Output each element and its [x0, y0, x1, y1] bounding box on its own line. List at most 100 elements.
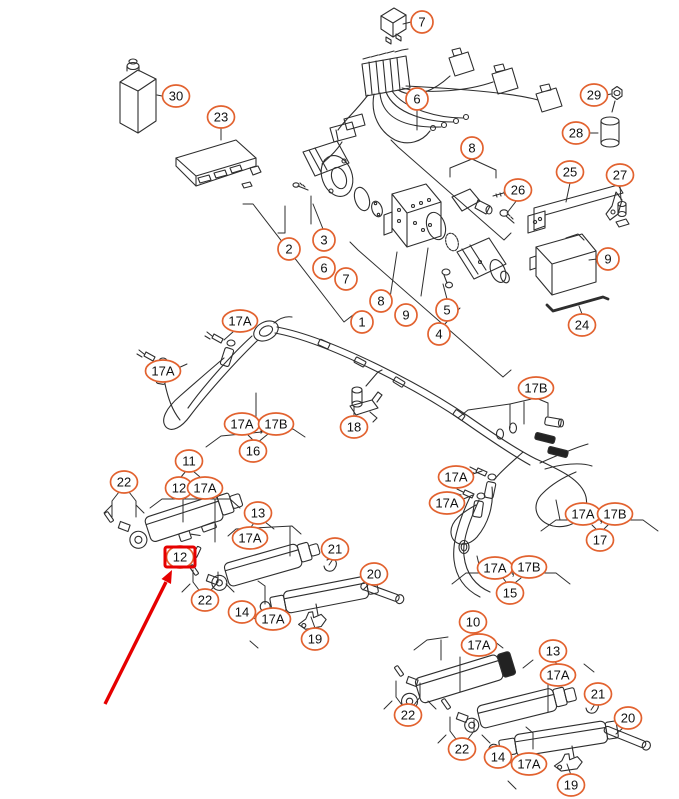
- callout-22[interactable]: 22: [190, 588, 220, 612]
- svg-text:5: 5: [443, 303, 450, 318]
- svg-text:17B: 17B: [603, 507, 626, 522]
- callout-27[interactable]: 27: [605, 163, 635, 187]
- svg-text:8: 8: [468, 141, 475, 156]
- cylinder-group-left: [104, 488, 405, 631]
- callout-17B[interactable]: 17B: [510, 555, 548, 579]
- callout-17A[interactable]: 17A: [428, 491, 466, 515]
- callout-18[interactable]: 18: [339, 415, 369, 439]
- svg-text:7: 7: [418, 15, 425, 30]
- callout-17B[interactable]: 17B: [517, 376, 555, 400]
- svg-text:4: 4: [435, 327, 442, 342]
- callout-17A[interactable]: 17A: [460, 633, 498, 657]
- highlight-box: [163, 545, 197, 569]
- svg-text:29: 29: [587, 88, 601, 103]
- callout-28[interactable]: 28: [561, 121, 591, 145]
- svg-text:1: 1: [358, 315, 365, 330]
- cover-box: [530, 234, 596, 295]
- callout-6[interactable]: 6: [312, 256, 336, 280]
- oil-container: [120, 59, 156, 133]
- callout-21[interactable]: 21: [320, 537, 350, 561]
- callout-22[interactable]: 22: [393, 703, 423, 727]
- callout-4[interactable]: 4: [427, 322, 451, 346]
- svg-text:27: 27: [613, 168, 627, 183]
- svg-text:21: 21: [591, 687, 605, 702]
- svg-text:15: 15: [503, 586, 517, 601]
- callout-30[interactable]: 30: [161, 84, 191, 108]
- callout-11[interactable]: 11: [174, 449, 204, 473]
- callout-17A[interactable]: 17A: [510, 752, 548, 776]
- callout-22[interactable]: 22: [447, 737, 477, 761]
- callout-9[interactable]: 9: [596, 247, 620, 271]
- callout-25[interactable]: 25: [555, 160, 585, 184]
- callout-17A[interactable]: 17A: [539, 663, 577, 687]
- bracket-19-right: [553, 752, 583, 772]
- callout-22[interactable]: 22: [109, 470, 139, 494]
- callout-10[interactable]: 10: [458, 610, 488, 634]
- callout-3[interactable]: 3: [312, 228, 336, 252]
- main-hose: [250, 317, 536, 465]
- callout-17A[interactable]: 17A: [231, 526, 269, 550]
- callout-17B[interactable]: 17B: [596, 502, 634, 526]
- callout-8[interactable]: 8: [460, 136, 484, 160]
- callout-6[interactable]: 6: [405, 87, 429, 111]
- callout-20[interactable]: 20: [359, 562, 389, 586]
- callout-12[interactable]: 12: [165, 545, 195, 569]
- callout-14[interactable]: 14: [483, 745, 513, 769]
- svg-text:17A: 17A: [546, 668, 569, 683]
- callout-14[interactable]: 14: [227, 600, 257, 624]
- callout-17A[interactable]: 17A: [186, 476, 224, 500]
- callout-17B[interactable]: 17B: [257, 412, 295, 436]
- callout-9[interactable]: 9: [394, 303, 418, 327]
- callout-15[interactable]: 15: [495, 581, 525, 605]
- callout-17A[interactable]: 17A: [476, 556, 514, 580]
- svg-text:17A: 17A: [151, 364, 174, 379]
- callout-19[interactable]: 19: [556, 773, 586, 797]
- callout-17[interactable]: 17: [585, 528, 615, 552]
- svg-text:19: 19: [308, 632, 322, 647]
- callout-17A[interactable]: 17A: [221, 309, 259, 333]
- svg-text:22: 22: [455, 742, 469, 757]
- callout-17A[interactable]: 17A: [564, 502, 602, 526]
- callout-21[interactable]: 21: [583, 682, 613, 706]
- callout-17A[interactable]: 17A: [223, 412, 261, 436]
- svg-text:28: 28: [569, 126, 583, 141]
- callout-2[interactable]: 2: [277, 237, 301, 261]
- callout-26[interactable]: 26: [503, 178, 533, 202]
- highlight-arrow-head: [161, 570, 172, 584]
- svg-text:18: 18: [347, 420, 361, 435]
- callout-7[interactable]: 7: [410, 10, 434, 34]
- callout-7[interactable]: 7: [334, 267, 358, 291]
- callout-1[interactable]: 1: [350, 310, 374, 334]
- label-separator: ,: [259, 420, 263, 435]
- svg-text:9: 9: [604, 252, 611, 267]
- svg-text:3: 3: [320, 233, 327, 248]
- label-separator: ,: [511, 563, 515, 578]
- nut-and-cap: [601, 87, 622, 148]
- svg-text:20: 20: [621, 711, 635, 726]
- callout-17A[interactable]: 17A: [437, 465, 475, 489]
- svg-text:20: 20: [367, 567, 381, 582]
- callout-5[interactable]: 5: [435, 298, 459, 322]
- svg-text:14: 14: [235, 605, 249, 620]
- annotation-layer: [103, 545, 197, 705]
- callout-17A[interactable]: 17A: [144, 359, 182, 383]
- label-separator: ,: [599, 510, 603, 525]
- callout-12[interactable]: 12: [164, 476, 194, 500]
- svg-text:9: 9: [402, 308, 409, 323]
- callout-23[interactable]: 23: [206, 105, 236, 129]
- callout-13[interactable]: 13: [538, 639, 568, 663]
- callout-17A[interactable]: 17A: [254, 607, 292, 631]
- pump-assembly: [293, 141, 511, 288]
- svg-text:2: 2: [285, 242, 292, 257]
- callout-8[interactable]: 8: [369, 289, 393, 313]
- callout-19[interactable]: 19: [300, 627, 330, 651]
- callout-24[interactable]: 24: [567, 313, 597, 337]
- svg-text:17A: 17A: [238, 531, 261, 546]
- svg-text:17B: 17B: [264, 417, 287, 432]
- callout-20[interactable]: 20: [613, 706, 643, 730]
- callout-13[interactable]: 13: [243, 501, 273, 525]
- callout-16[interactable]: 16: [238, 439, 268, 463]
- diagram-artwork: [104, 8, 652, 772]
- svg-text:17A: 17A: [228, 314, 251, 329]
- callout-29[interactable]: 29: [579, 83, 609, 107]
